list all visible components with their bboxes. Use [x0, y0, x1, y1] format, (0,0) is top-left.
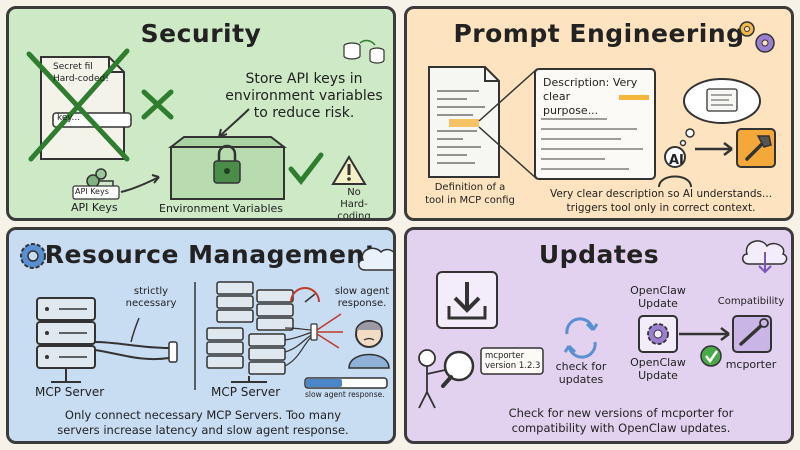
slow-agent-label: slow agent response. [334, 286, 390, 309]
frustrated-user-icon [348, 320, 390, 369]
hammer-tool-icon [736, 128, 776, 168]
compatibility-label: Compatibility [717, 296, 785, 307]
cloud-download-icon [742, 240, 788, 274]
magnifier-icon [441, 350, 475, 388]
progress-bar-fill [306, 379, 342, 387]
inline-key-text: key... [57, 113, 81, 123]
description-text: Description: Very clear purpose... [543, 76, 638, 117]
openclaw-update-top-label: OpenClaw Update [630, 284, 686, 310]
prompt-illustration [428, 21, 776, 188]
resource-management-title: Resource Management [44, 240, 378, 269]
keys-icon [72, 168, 120, 200]
version-tag [480, 347, 544, 375]
prompt-engineering-title: Prompt Engineering [453, 19, 745, 48]
gears-icon [739, 21, 775, 53]
note-arrow [218, 108, 250, 138]
definition-label: Definition of a tool in MCP config [425, 182, 515, 206]
mcporter-wrench-icon [732, 315, 772, 353]
many-servers-icon [206, 281, 294, 375]
updates-panel: Updates [404, 227, 794, 444]
latency-gauge-icon [290, 287, 320, 303]
environment-box-icon [168, 136, 287, 200]
security-panel: Security [6, 6, 396, 221]
ai-label: AI [669, 153, 684, 168]
thought-bubble-icon [679, 78, 761, 147]
download-icon [436, 271, 498, 329]
version-tag-text: mcporter version 1.2.3 [485, 351, 541, 371]
ai-figure-icon [658, 146, 692, 188]
mcp-server-label-single: MCP Server [35, 385, 105, 399]
no-hard-coding-label: No Hard-coding [337, 187, 371, 221]
secret-document-text: Secret fil Hard-coded! [53, 62, 109, 84]
prompt-bottom-text: Very clear description so AI understands… [549, 188, 773, 214]
api-keys-label: API Keys [71, 201, 118, 214]
resource-bottom-text: Only connect necessary MCP Servers. Too … [57, 408, 349, 437]
resource-management-panel: Resource Management [6, 227, 396, 444]
gear-icon [20, 243, 46, 269]
prompt-engineering-panel: Prompt Engineering [404, 6, 794, 221]
progress-label: slow agent response. [305, 390, 385, 399]
updates-illustration [418, 240, 788, 409]
environment-variables-label: Environment Variables [159, 202, 284, 215]
mcporter-label: mcporter [725, 358, 777, 371]
strictly-necessary-label: strictly necessary [125, 286, 177, 309]
api-keys-tag: API Keys [75, 187, 109, 196]
person-icon [418, 349, 446, 409]
security-title: Security [140, 19, 262, 48]
database-sync-icon [343, 39, 385, 64]
forbidden-x-icon [26, 48, 130, 162]
warning-icon [331, 155, 367, 185]
compatibility-check-icon [700, 345, 722, 367]
check-for-updates-label: check for updates [555, 360, 607, 386]
mcp-server-icon [36, 297, 96, 383]
config-document-icon [428, 66, 500, 178]
reject-x-icon [141, 89, 174, 120]
check-icon [288, 152, 324, 185]
updates-title: Updates [538, 240, 660, 269]
cloud-icon [358, 247, 393, 271]
keys-arrow [120, 176, 160, 193]
updates-bottom-text: Check for new versions of mcporter for c… [508, 406, 734, 435]
security-note: Store API keys in environment variables … [225, 71, 383, 121]
mcp-server-label-many: MCP Server [211, 385, 281, 399]
security-illustration [26, 39, 385, 200]
openclaw-update-bottom-label: OpenClaw Update [630, 356, 686, 382]
openclaw-gear-icon [638, 315, 678, 353]
refresh-icon [563, 317, 599, 359]
resource-illustration [20, 243, 393, 390]
